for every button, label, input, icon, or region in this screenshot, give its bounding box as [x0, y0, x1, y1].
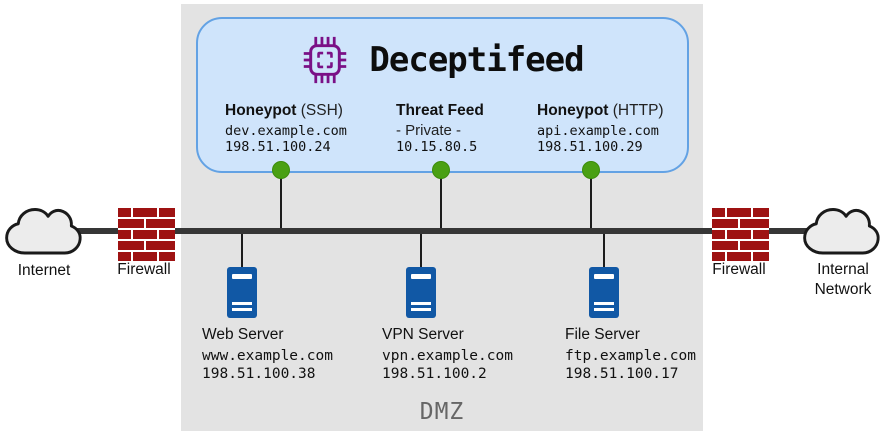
web-server-tower-icon — [227, 267, 257, 318]
internal-network-label-line2: Network — [814, 280, 872, 298]
honeypot-http-hostname: api.example.com — [537, 123, 659, 139]
honeypot-ssh-card: Honeypot (SSH) dev.example.com 198.51.10… — [225, 102, 347, 155]
threat-feed-card: Threat Feed - Private - 10.15.80.5 — [396, 102, 484, 155]
honeypot-ssh-name: Honeypot (SSH) — [225, 102, 347, 120]
server-vent — [232, 302, 252, 305]
threat-feed-ip: 10.15.80.5 — [396, 139, 478, 155]
server-drive-slot — [232, 274, 252, 279]
vpn-server-hostname: vpn.example.com — [382, 348, 513, 364]
web-server-name: Web Server — [202, 326, 284, 343]
internet-cloud-icon — [5, 208, 82, 255]
honeypot-ssh-connector-line — [280, 172, 282, 232]
honeypot-ssh-protocol: (SSH) — [296, 102, 343, 119]
brick-row — [118, 208, 175, 217]
file-server-ip: 198.51.100.17 — [565, 365, 679, 382]
internet-label: Internet — [17, 262, 71, 279]
honeypot-http-connector-line — [590, 172, 592, 232]
honeypot-ssh-name-bold: Honeypot — [225, 102, 297, 119]
brick-row — [712, 219, 769, 228]
file-server-tower-icon — [589, 267, 619, 318]
honeypot-http-protocol: (HTTP) — [608, 102, 664, 119]
web-server-ip: 198.51.100.38 — [202, 365, 316, 382]
brick-row — [712, 230, 769, 239]
product-title: Deceptifeed — [369, 40, 584, 80]
server-drive-slot — [594, 274, 614, 279]
vpn-server-card: VPN Server vpn.example.com 198.51.100.2 — [382, 326, 513, 383]
server-vent — [594, 308, 614, 311]
brick-row — [118, 241, 175, 250]
vpn-server-connector-line — [420, 233, 422, 268]
threat-feed-name: Threat Feed — [396, 102, 484, 120]
deceptifeed-header: Deceptifeed — [198, 32, 687, 88]
threat-feed-visibility: - Private - — [396, 122, 462, 139]
file-server-card: File Server ftp.example.com 198.51.100.1… — [565, 326, 696, 383]
dmz-zone-label: DMZ — [419, 399, 465, 425]
brick-row — [118, 230, 175, 239]
firewall-right-icon — [712, 208, 769, 261]
file-server-connector-line — [603, 233, 605, 268]
vpn-server-tower-icon — [406, 267, 436, 318]
network-backbone-line — [60, 228, 824, 234]
server-vent — [232, 308, 252, 311]
honeypot-ssh-ip: 198.51.100.24 — [225, 139, 331, 155]
internal-network-label-line1: Internal — [817, 261, 869, 278]
honeypot-ssh-hostname: dev.example.com — [225, 123, 347, 139]
brick-row — [712, 252, 769, 261]
honeypot-http-card: Honeypot (HTTP) api.example.com 198.51.1… — [537, 102, 664, 155]
brick-row — [118, 219, 175, 228]
brick-row — [712, 241, 769, 250]
web-server-connector-line — [241, 233, 243, 268]
server-drive-slot — [411, 274, 431, 279]
server-vent — [411, 308, 431, 311]
firewall-right-label: Firewall — [712, 261, 766, 278]
server-vent — [594, 302, 614, 305]
file-server-name: File Server — [565, 326, 640, 343]
file-server-hostname: ftp.example.com — [565, 348, 696, 364]
threat-feed-connector-line — [440, 172, 442, 232]
internal-network-label: Internal Network — [799, 260, 884, 299]
honeypot-http-ip: 198.51.100.29 — [537, 139, 643, 155]
honeypot-http-name: Honeypot (HTTP) — [537, 102, 664, 120]
brick-row — [712, 208, 769, 217]
internal-network-cloud-icon — [803, 208, 880, 255]
threat-feed-name-bold: Threat Feed — [396, 102, 484, 119]
vpn-server-name: VPN Server — [382, 326, 464, 343]
feed-connector-dot-http — [582, 161, 600, 179]
vpn-server-ip: 198.51.100.2 — [382, 365, 487, 382]
firewall-left-icon — [118, 208, 175, 261]
firewall-left-label: Firewall — [117, 261, 171, 278]
honeypot-http-name-bold: Honeypot — [537, 102, 609, 119]
feed-connector-dot-ssh — [272, 161, 290, 179]
web-server-card: Web Server www.example.com 198.51.100.38 — [202, 326, 333, 383]
server-vent — [411, 302, 431, 305]
deceptifeed-panel: Deceptifeed — [196, 17, 689, 173]
brick-row — [118, 252, 175, 261]
feed-connector-dot-threat-feed — [432, 161, 450, 179]
web-server-hostname: www.example.com — [202, 348, 333, 364]
cpu-chip-icon — [304, 36, 347, 84]
